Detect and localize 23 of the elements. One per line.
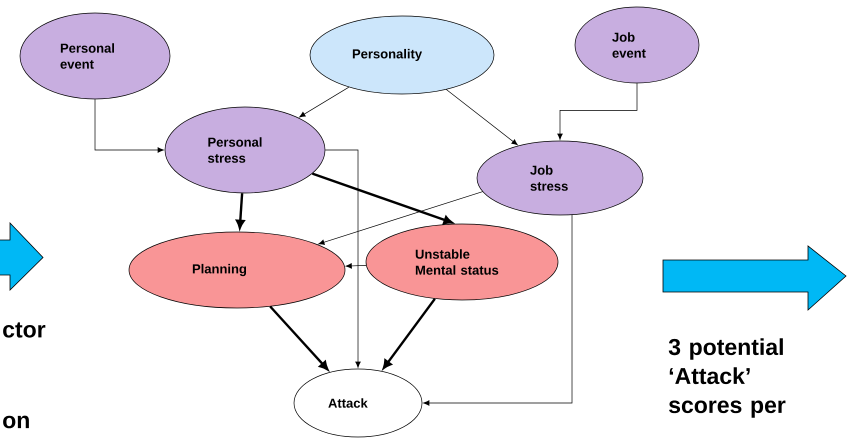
arrow xyxy=(312,172,453,224)
ellipse-node: Attack xyxy=(294,368,422,438)
arrow xyxy=(446,89,518,146)
arrow xyxy=(269,306,328,370)
ellipse-node: Unstable Mental status xyxy=(366,224,558,300)
ellipse-node: Planning xyxy=(128,232,346,308)
arrow xyxy=(382,298,436,369)
ellipse-node: Job stress xyxy=(476,140,644,216)
ellipse-node: Job event xyxy=(574,6,700,84)
arrow xyxy=(423,214,572,406)
arrow xyxy=(236,193,245,229)
arrow xyxy=(346,263,366,269)
label-text: ctor xyxy=(3,322,46,338)
label-text: on xyxy=(3,416,29,428)
arrow xyxy=(94,99,164,153)
arrow xyxy=(325,150,361,368)
ellipse-node: Personal event xyxy=(20,12,170,100)
arrow xyxy=(318,191,483,245)
label-text: 3 potential ‘Attack’ scores per xyxy=(668,338,786,418)
ellipse-node: Personal stress xyxy=(164,106,326,194)
ellipse-node: Personality xyxy=(310,16,494,94)
arrow xyxy=(557,83,638,140)
arrow xyxy=(299,86,350,118)
